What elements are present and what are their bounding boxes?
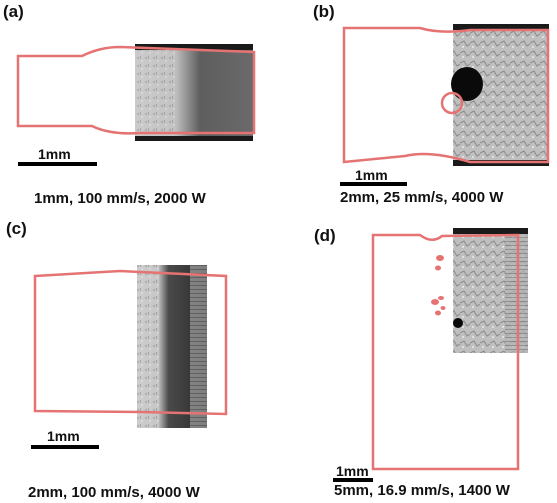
panel-a-label: (a): [3, 2, 24, 21]
panel-d-pore: [453, 318, 463, 328]
panel-d-spatter-marks: [431, 255, 446, 316]
panel-a-caption: 1mm, 100 mm/s, 2000 W: [34, 190, 206, 207]
panel-c-scalebar: [31, 445, 99, 449]
panel-b-weld-outline: [342, 26, 550, 164]
panel-c-label: (c): [6, 219, 27, 238]
panel-b-caption: 2mm, 25 mm/s, 4000 W: [340, 189, 504, 206]
panel-d-weld-outline: [371, 233, 520, 471]
panel-b-drawing: [342, 24, 550, 166]
panel-a-weld-outline: [16, 45, 256, 135]
panel-c-drawing: [33, 265, 228, 428]
panel-a-drawing: [16, 44, 256, 141]
panel-b-pore: [451, 67, 483, 101]
panel-b-scalebar: [340, 182, 407, 186]
panel-b-scalebar-label: 1mm: [355, 167, 388, 183]
panel-c-scalebar-label: 1mm: [47, 428, 80, 444]
panel-c-weld-outline: [33, 269, 228, 416]
panel-b-label: (b): [313, 2, 335, 21]
panel-d-caption: 5mm, 16.9 mm/s, 1400 W: [334, 482, 510, 499]
panel-a-scalebar-label: 1mm: [38, 146, 71, 162]
panel-b-pore-highlight: [440, 91, 464, 115]
panel-d-label: (d): [314, 226, 336, 245]
panel-d-drawing: [371, 228, 528, 471]
panel-a-scalebar: [18, 162, 97, 166]
panel-c-caption: 2mm, 100 mm/s, 4000 W: [28, 484, 200, 501]
panel-d-scalebar-label: 1mm: [336, 463, 369, 479]
panel-d-scalebar: [333, 478, 373, 482]
